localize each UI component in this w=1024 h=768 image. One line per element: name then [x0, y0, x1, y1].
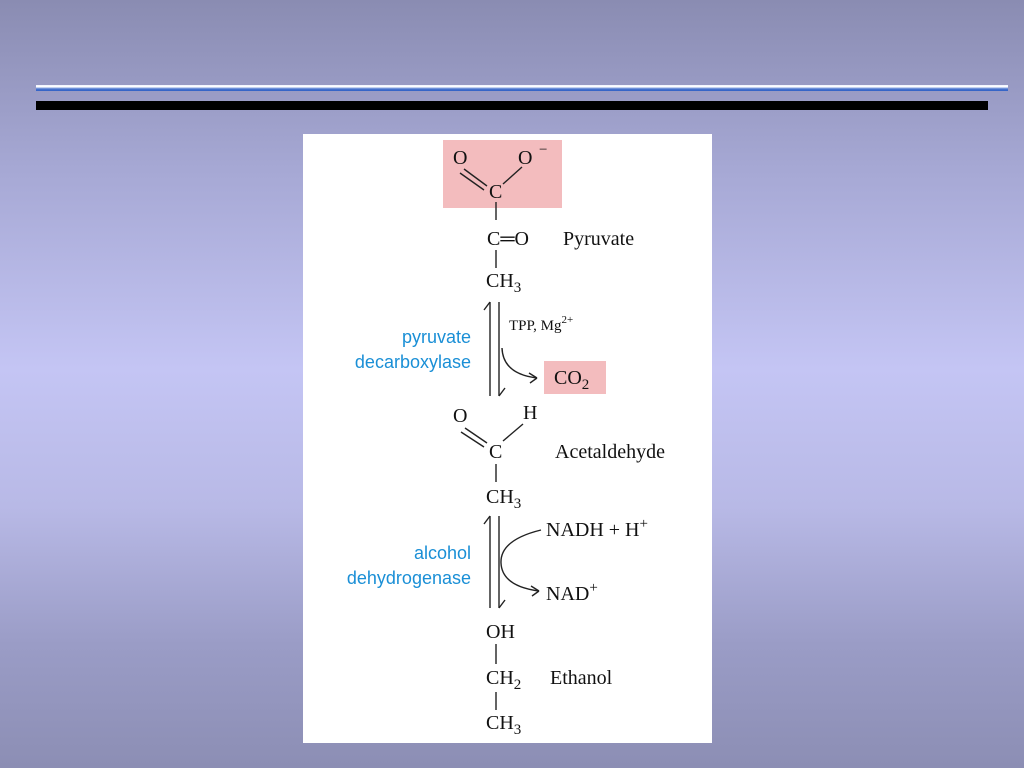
carboxyl-highlight [443, 140, 562, 208]
alcohol-dehydrogenase-line1: alcohol [414, 543, 471, 563]
header-rule-thin [36, 85, 1008, 91]
carboxyl-oxygen-left: O [453, 147, 467, 169]
carboxyl-negative-charge: − [539, 142, 547, 158]
step1-forward-arrowhead [483, 301, 491, 311]
pyruvate-methyl: CH3 [486, 270, 521, 296]
ethanol-label: Ethanol [550, 667, 613, 689]
acetaldehyde-methyl: CH3 [486, 486, 521, 512]
acetaldehyde-hydrogen: H [523, 402, 537, 424]
fermentation-pathway-panel: O O − C C═O Pyruvate CH3 pyruvate decarb… [303, 134, 712, 743]
step2-reverse-arrowhead [498, 599, 506, 609]
step1-co2-arrowhead [528, 372, 538, 384]
aldehyde-double-bond-a [464, 427, 488, 444]
pyruvate-carbonyl: C═O [487, 228, 529, 250]
carboxyl-double-bond-a [463, 168, 488, 187]
acetaldehyde-oxygen: O [453, 405, 467, 427]
pyruvate-decarboxylase-line2: decarboxylase [355, 352, 471, 372]
co2-product: CO2 [554, 367, 589, 393]
co2-highlight [544, 361, 606, 394]
pyruvate-decarboxylase-line1: pyruvate [402, 327, 471, 347]
fermentation-pathway-diagram: O O − C C═O Pyruvate CH3 pyruvate decarb… [347, 140, 665, 738]
step2-cofactor-arrowhead [530, 585, 540, 597]
alcohol-dehydrogenase-line2: dehydrogenase [347, 568, 471, 588]
acetaldehyde-carbon: C [489, 441, 502, 463]
acetaldehyde-label: Acetaldehyde [555, 441, 665, 463]
step2-cofactor-curved-arrow [500, 529, 542, 592]
ethanol-methylene: CH2 [486, 667, 521, 693]
nadh-reactant: NADH + H+ [546, 516, 648, 541]
carboxyl-carbon: C [489, 181, 502, 203]
step2-forward-arrowhead [483, 515, 491, 525]
aldehyde-double-bond-b [460, 431, 485, 448]
step1-reverse-arrowhead [498, 387, 506, 397]
ethanol-methyl: CH3 [486, 712, 521, 738]
step1-co2-curved-arrow [501, 347, 538, 379]
pyruvate-label: Pyruvate [563, 228, 634, 250]
carboxyl-single-bond [502, 166, 523, 185]
step1-cofactors: TPP, Mg2+ [509, 314, 573, 334]
aldehyde-h-bond [502, 423, 524, 442]
carboxyl-double-bond-b [459, 172, 485, 191]
nad-product: NAD+ [546, 580, 598, 605]
carboxyl-oxygen-right: O [518, 147, 532, 169]
header-rule-thick [36, 101, 988, 110]
ethanol-hydroxyl: OH [486, 621, 515, 643]
